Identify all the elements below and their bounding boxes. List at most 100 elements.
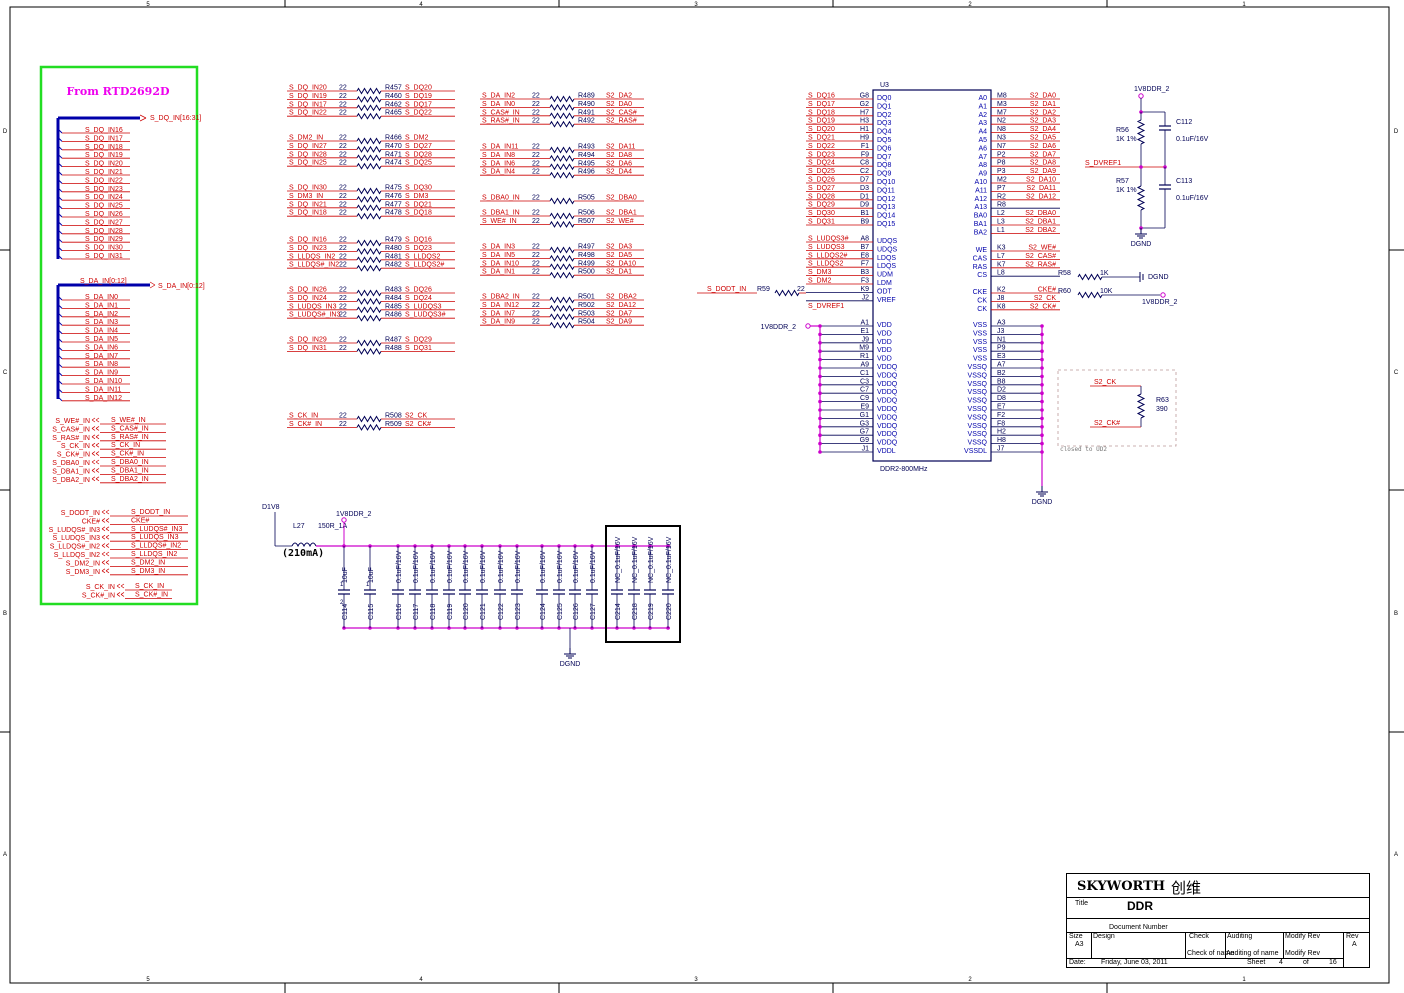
pin-net-label: S_DQ24 (808, 160, 835, 167)
pin-number: N7 (997, 143, 1006, 150)
pin-name: DQ7 (877, 154, 892, 161)
placement-note: closed to UD2 (1060, 446, 1107, 453)
auditing-label: Auditing (1227, 933, 1253, 940)
resistor-symbol (356, 256, 382, 264)
resistor-ref: R471 (385, 151, 402, 158)
dashed-region (1057, 369, 1177, 447)
pin-name: VSSQ (968, 440, 988, 447)
pin-name: VSSDL (964, 448, 987, 455)
pin-name: VDDQ (877, 381, 898, 388)
resistor-ref: R481 (385, 253, 402, 260)
port-label: S_CK_IN (61, 443, 90, 450)
pin-net-label: S_DQ30 (808, 210, 835, 217)
green-frame (39, 65, 199, 606)
cap-ref: C122 (498, 603, 505, 620)
net-in-label: S_CK_IN (289, 413, 318, 420)
resistor-value: 22 (339, 85, 347, 92)
pin-name: VDDQ (877, 406, 898, 413)
pin-number: D1 (860, 193, 869, 200)
resistor-symbol (1136, 393, 1146, 419)
offpage-arrow (101, 543, 110, 548)
resistor-value: 22 (339, 201, 347, 208)
pin-number: K3 (997, 245, 1006, 252)
pin-name: UDQS (877, 246, 898, 253)
resistor-symbol (549, 212, 575, 220)
signal-label: S_DQ_IN29 (85, 236, 123, 243)
bus-entry (57, 187, 63, 193)
pin-number: R1 (860, 353, 869, 360)
resistor-ref: R470 (385, 143, 402, 150)
pin-net-label: S_DQ22 (808, 143, 835, 150)
frame-row-letter: D (1394, 129, 1399, 135)
resistor-value: 22 (339, 151, 347, 158)
resistor-ref: R56 (1116, 127, 1129, 134)
frame-column-number: 1 (1242, 977, 1246, 983)
pin-name: A10 (975, 179, 988, 186)
pin-number: E7 (997, 404, 1006, 411)
resistor-ref: R457 (385, 85, 402, 92)
resistor-value: 22 (532, 101, 540, 108)
resistor-value: 22 (532, 302, 540, 309)
resistor-ref: R487 (385, 337, 402, 344)
resistor-ref: R497 (578, 244, 595, 251)
cap-value: 0.1uF/16V (413, 550, 420, 583)
pin-number: B2 (997, 370, 1006, 377)
signal-label: S_DA_IN0 (85, 294, 118, 301)
pin-net-label: S_DQ19 (808, 118, 835, 125)
port-label: S_LLDQS#_IN2 (50, 544, 100, 551)
port-label: S_DM3_IN (66, 569, 100, 576)
cap-ref: C118 (430, 604, 437, 620)
net-out-label: S2_DA7 (606, 310, 632, 317)
resistor-ref: R462 (385, 101, 402, 108)
net-in-label: S_DQ_IN17 (289, 101, 327, 108)
pin-number: E8 (860, 252, 869, 259)
pin-name: A3 (978, 120, 987, 127)
pin-number: H8 (997, 437, 1006, 444)
resistor-symbol (549, 146, 575, 154)
resistor-symbol (774, 289, 800, 297)
size-value: A3 (1075, 941, 1084, 948)
signal-label: S_DQ_IN22 (85, 177, 123, 184)
resistor-symbol (356, 104, 382, 112)
net-out-label: S_LUDQS3 (405, 303, 442, 310)
resistor-ref: R491 (578, 109, 595, 116)
pin-name: DQ9 (877, 171, 892, 178)
pin-name: VDD (877, 339, 892, 346)
pin-name: A8 (978, 162, 987, 169)
signal-label: S_DA_IN11 (85, 386, 122, 393)
ground-label: DGND (1131, 241, 1152, 248)
net-out-label: S_LLDQS2 (405, 253, 441, 260)
net-in-label: S_DQ_IN21 (289, 201, 327, 208)
pin-name: CS (977, 272, 987, 279)
offpage-arrow (116, 592, 125, 597)
cap-ref: C219 (648, 603, 655, 620)
net-out-label: S_DQ28 (405, 151, 432, 158)
offpage-arrow (91, 459, 100, 465)
pin-number: D9 (860, 202, 869, 209)
resistor-ref: R474 (385, 160, 402, 167)
cs-resistor-ref: R58 (1058, 270, 1071, 277)
resistor-value: 22 (532, 218, 540, 225)
cke-rail-label: 1V8DDR_2 (1142, 299, 1178, 306)
pin-net-label: S2_DA0 (1030, 93, 1056, 100)
net-label: S_RAS#_IN (111, 434, 149, 441)
resistor-symbol (356, 423, 382, 431)
resistor-symbol (356, 145, 382, 153)
pin-name: BA1 (974, 221, 987, 228)
net-label: S_CAS#_IN (111, 425, 149, 432)
resistor-symbol (549, 171, 575, 179)
pin-name: DQ8 (877, 162, 892, 169)
cap-ref: C214 (615, 603, 622, 620)
modify-rev-name: Modify Rev (1285, 950, 1321, 957)
cs-resistor-value: 1K (1100, 270, 1109, 277)
resistor-symbol (356, 112, 382, 120)
signal-label: S_DA_IN1 (85, 302, 118, 309)
net-label: S_LLDQS#_IN2 (131, 543, 181, 550)
pin-net-label: S_DQ29 (808, 202, 835, 209)
resistor-value: 390 (1156, 406, 1168, 413)
net-out-label: S_DQ21 (405, 201, 432, 208)
sheet-total: 16 (1329, 959, 1337, 966)
pin-number: P8 (997, 160, 1006, 167)
pin-number: K7 (997, 261, 1006, 268)
rev-value: A (1352, 941, 1357, 948)
